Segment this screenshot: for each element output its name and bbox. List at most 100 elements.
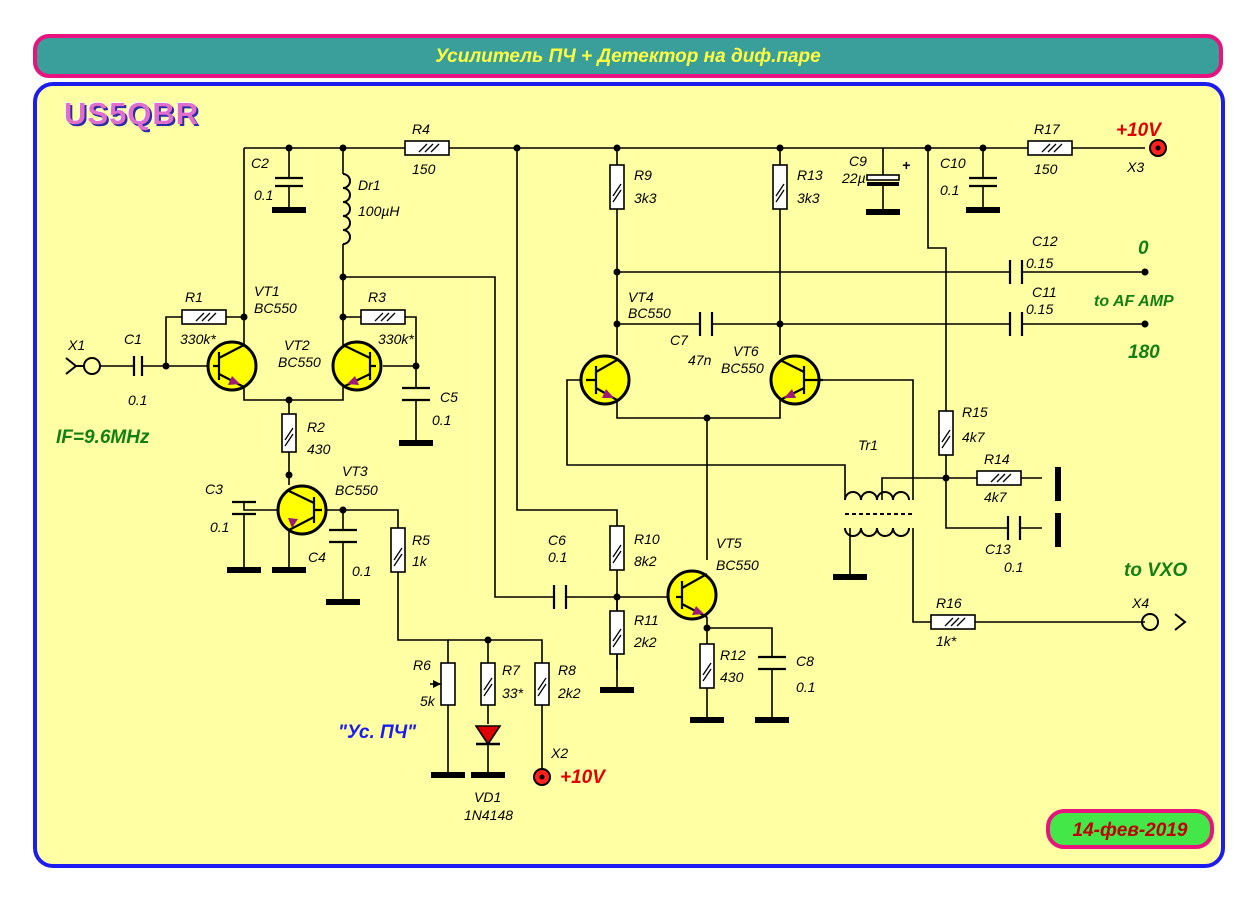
label-c1-value: 0.1	[128, 392, 147, 408]
note-output-180: 180	[1128, 342, 1160, 363]
label-vt6-type: BC550	[721, 360, 764, 376]
label-c5-ref: C5	[440, 389, 458, 405]
transistor-leads	[213, 344, 823, 618]
capacitor-plates	[132, 176, 1024, 671]
label-r8-ref: R8	[558, 662, 576, 678]
resistor-r6	[440, 662, 456, 706]
resistor-r10	[609, 525, 625, 571]
resistor-r5	[390, 527, 406, 573]
potentiometer-wiper-icon	[433, 680, 441, 688]
label-r8-value: 2k2	[557, 685, 581, 701]
label-c8-ref: C8	[796, 653, 814, 669]
label-c1-ref: C1	[124, 331, 142, 347]
diode-vd1	[474, 725, 502, 746]
transistor-symbols	[206, 340, 821, 621]
note-supply-top: +10V	[1116, 120, 1162, 141]
resistor-r13	[772, 164, 788, 210]
resistor-r1	[181, 309, 227, 325]
label-c3-ref: C3	[205, 481, 223, 497]
label-c9-value: 22µ	[841, 170, 866, 186]
label-vt4-ref: VT4	[628, 289, 654, 305]
junctions	[162, 144, 1149, 644]
label-c10-value: 0.1	[940, 182, 959, 198]
label-c3-value: 0.1	[210, 519, 229, 535]
label-r10-value: 8k2	[634, 553, 657, 569]
label-r15-value: 4k7	[962, 429, 986, 445]
label-r6-ref: R6	[413, 657, 431, 673]
label-r15-ref: R15	[962, 404, 988, 420]
label-dr1-value: 100µH	[358, 203, 400, 219]
label-c4-value: 0.1	[352, 563, 371, 579]
transistor-arrows	[228, 376, 796, 615]
label-c9-ref: C9	[849, 153, 867, 169]
label-vt1-ref: VT1	[254, 283, 280, 299]
date-text: 14-фев-2019	[1072, 820, 1188, 841]
label-vt3-ref: VT3	[342, 463, 368, 479]
label-c6-value: 0.1	[548, 549, 567, 565]
note-if-frequency: IF=9.6MHz	[56, 427, 150, 448]
schematic-sheet	[33, 82, 1225, 868]
label-tr1-ref: Tr1	[858, 437, 878, 453]
label-c8-value: 0.1	[796, 679, 815, 695]
label-c10-ref: C10	[940, 155, 966, 171]
label-r16-ref: R16	[936, 595, 962, 611]
label-r2-value: 430	[307, 441, 331, 457]
label-r14-value: 4k7	[984, 489, 1008, 505]
label-r9-value: 3k3	[634, 190, 657, 206]
label-vt4-type: BC550	[628, 305, 671, 321]
label-vt2-ref: VT2	[284, 337, 310, 353]
capacitor-c9	[866, 174, 900, 181]
label-r12-value: 430	[720, 669, 744, 685]
resistor-r15	[938, 410, 954, 456]
label-c2-ref: C2	[251, 155, 269, 171]
label-c12-value: 0.15	[1026, 255, 1053, 271]
resistor-r14	[976, 470, 1022, 486]
label-r6-value: 5k	[420, 693, 436, 709]
resistor-r3	[360, 309, 406, 325]
label-r12-ref: R12	[720, 647, 746, 663]
transformer-tr1	[844, 491, 913, 537]
label-r1-value: 330k*	[180, 331, 216, 347]
label-x4: X4	[1131, 595, 1149, 611]
label-c2-value: 0.1	[254, 187, 273, 203]
label-c7-ref: C7	[670, 332, 689, 348]
label-vt3-type: BC550	[335, 482, 378, 498]
label-r10-ref: R10	[634, 531, 660, 547]
label-r16-value: 1k*	[936, 633, 957, 649]
label-r9-ref: R9	[634, 167, 652, 183]
label-c5-value: 0.1	[432, 412, 451, 428]
note-gain-control: "Ус. ПЧ"	[338, 722, 417, 743]
resistor-r12	[699, 643, 715, 689]
inductor-dr1	[342, 173, 351, 245]
label-vt1-type: BC550	[254, 300, 297, 316]
resistor-r11	[609, 610, 625, 655]
label-vt5-type: BC550	[716, 557, 759, 573]
label-c13-ref: C13	[985, 541, 1011, 557]
label-c13-value: 0.1	[1004, 559, 1023, 575]
label-r4-value: 150	[412, 161, 436, 177]
note-supply-bottom: +10V	[560, 767, 606, 788]
author-logo: US5QBR	[64, 96, 200, 131]
resistor-r16	[930, 614, 976, 630]
label-r17-ref: R17	[1034, 121, 1061, 137]
label-x3: X3	[1126, 159, 1144, 175]
label-dr1-ref: Dr1	[358, 177, 381, 193]
label-vt2-type: BC550	[278, 354, 321, 370]
label-vd1-ref: VD1	[474, 789, 501, 805]
resistor-marks	[195, 143, 1063, 697]
label-c7-value: 47n	[688, 352, 712, 368]
label-r1-ref: R1	[185, 289, 203, 305]
resistor-r4	[404, 140, 450, 156]
svg-text:+: +	[902, 157, 910, 173]
label-r11-ref: R11	[634, 612, 659, 628]
label-c11-ref: C11	[1032, 284, 1057, 300]
label-vd1-type: 1N4148	[464, 807, 513, 823]
label-r11-value: 2k2	[633, 634, 657, 650]
label-r2-ref: R2	[307, 419, 325, 435]
label-x1: X1	[67, 337, 85, 353]
label-r3-ref: R3	[368, 289, 386, 305]
label-r4-ref: R4	[412, 121, 430, 137]
label-r5-ref: R5	[412, 532, 430, 548]
title-bar: Усилитель ПЧ + Детектор на диф.паре	[33, 34, 1223, 78]
